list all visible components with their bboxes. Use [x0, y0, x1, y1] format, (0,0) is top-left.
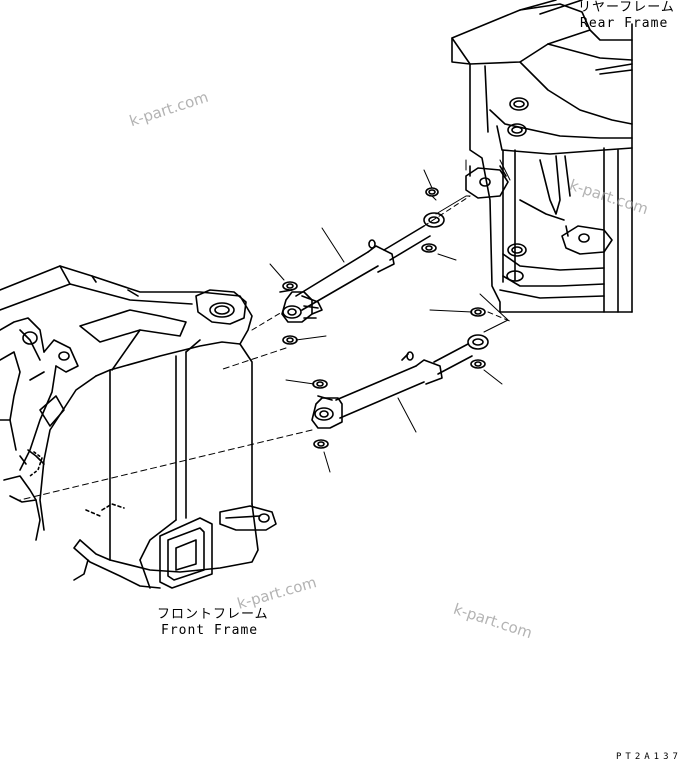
upper-steering-cylinder: [280, 213, 444, 322]
assembly-lines: [20, 160, 512, 500]
rear-frame-label-jp: リヤーフレーム: [578, 0, 675, 15]
lower-steering-cylinder: [312, 335, 488, 428]
front-frame-label-en: Front Frame: [161, 623, 259, 638]
front-frame: [0, 266, 276, 588]
leader-lines: [270, 170, 502, 472]
diagram-code: PT2A137: [616, 752, 682, 762]
front-frame-label-jp: フロントフレーム: [157, 607, 269, 622]
rear-frame-label-en: Rear Frame: [580, 16, 669, 31]
rear-frame: [452, 0, 632, 312]
